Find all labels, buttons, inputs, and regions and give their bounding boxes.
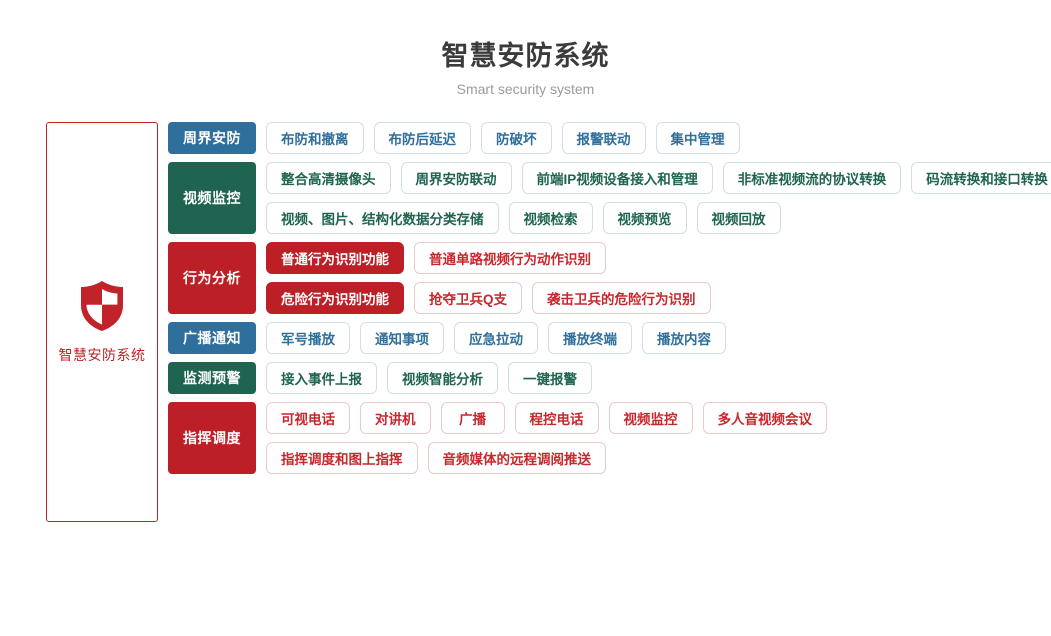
feature-chip[interactable]: 播放终端 [548, 322, 632, 354]
system-overview-label: 智慧安防系统 [58, 347, 146, 363]
category-row: 指挥调度可视电话对讲机广播程控电话视频监控多人音视频会议指挥调度和图上指挥音频媒… [168, 402, 1051, 474]
category-chip-groups: 接入事件上报视频智能分析一键报警 [266, 362, 1051, 394]
feature-chip[interactable]: 程控电话 [514, 402, 599, 434]
category-badge[interactable]: 视频监控 [168, 162, 256, 234]
category-row: 行为分析普通行为识别功能普通单路视频行为动作识别危险行为识别功能抢夺卫兵Q支袭击… [168, 242, 1051, 314]
feature-chip[interactable]: 视频智能分析 [387, 362, 498, 394]
category-badge[interactable]: 周界安防 [168, 122, 256, 154]
feature-chip[interactable]: 防破坏 [481, 122, 552, 154]
category-row: 监测预警接入事件上报视频智能分析一键报警 [168, 362, 1051, 394]
category-badge[interactable]: 监测预警 [168, 362, 256, 394]
chip-line: 普通行为识别功能普通单路视频行为动作识别 [266, 242, 1051, 274]
category-chip-groups: 可视电话对讲机广播程控电话视频监控多人音视频会议指挥调度和图上指挥音频媒体的远程… [266, 402, 1051, 474]
feature-chip[interactable]: 视频回放 [696, 202, 781, 234]
feature-chip[interactable]: 布防和撤离 [266, 122, 364, 154]
feature-chip[interactable]: 军号播放 [266, 322, 350, 354]
feature-chip[interactable]: 通知事项 [360, 322, 444, 354]
category-chip-groups: 普通行为识别功能普通单路视频行为动作识别危险行为识别功能抢夺卫兵Q支袭击卫兵的危… [266, 242, 1051, 314]
feature-chip[interactable]: 指挥调度和图上指挥 [266, 442, 418, 474]
feature-chip[interactable]: 广播 [440, 402, 505, 434]
category-rows: 周界安防布防和撤离布防后延迟防破坏报警联动集中管理视频监控整合高清摄像头周界安防… [168, 122, 1051, 482]
feature-chip[interactable]: 应急拉动 [454, 322, 538, 354]
architecture-board: 智慧安防系统 周界安防布防和撤离布防后延迟防破坏报警联动集中管理视频监控整合高清… [0, 122, 1051, 522]
chip-line: 危险行为识别功能抢夺卫兵Q支袭击卫兵的危险行为识别 [266, 282, 1051, 314]
category-row: 视频监控整合高清摄像头周界安防联动前端IP视频设备接入和管理非标准视频流的协议转… [168, 162, 1051, 234]
feature-chip[interactable]: 袭击卫兵的危险行为识别 [532, 282, 711, 314]
feature-chip[interactable]: 码流转换和接口转换 [911, 162, 1051, 194]
feature-chip[interactable]: 普通单路视频行为动作识别 [414, 242, 606, 274]
category-chip-groups: 军号播放通知事项应急拉动播放终端播放内容 [266, 322, 1051, 354]
feature-chip[interactable]: 普通行为识别功能 [266, 242, 404, 274]
feature-chip[interactable]: 抢夺卫兵Q支 [414, 282, 523, 314]
feature-chip[interactable]: 接入事件上报 [266, 362, 377, 394]
feature-chip[interactable]: 非标准视频流的协议转换 [722, 162, 902, 194]
category-chip-groups: 布防和撤离布防后延迟防破坏报警联动集中管理 [266, 122, 1051, 154]
feature-chip[interactable]: 视频预览 [602, 202, 687, 234]
page-header: 智慧安防系统 Smart security system [0, 0, 1051, 100]
category-row: 广播通知军号播放通知事项应急拉动播放终端播放内容 [168, 322, 1051, 354]
feature-chip[interactable]: 集中管理 [655, 122, 740, 154]
chip-line: 接入事件上报视频智能分析一键报警 [266, 362, 1051, 394]
feature-chip[interactable]: 多人音视频会议 [702, 402, 827, 434]
chip-line: 视频、图片、结构化数据分类存储视频检索视频预览视频回放 [266, 202, 1051, 234]
category-badge[interactable]: 广播通知 [168, 322, 256, 354]
category-chip-groups: 整合高清摄像头周界安防联动前端IP视频设备接入和管理非标准视频流的协议转换码流转… [266, 162, 1051, 234]
feature-chip[interactable]: 可视电话 [266, 402, 350, 434]
feature-chip[interactable]: 视频监控 [608, 402, 693, 434]
feature-chip[interactable]: 危险行为识别功能 [266, 282, 404, 314]
chip-line: 指挥调度和图上指挥音频媒体的远程调阅推送 [266, 442, 1051, 474]
category-row: 周界安防布防和撤离布防后延迟防破坏报警联动集中管理 [168, 122, 1051, 154]
feature-chip[interactable]: 音频媒体的远程调阅推送 [427, 442, 606, 474]
feature-chip[interactable]: 报警联动 [561, 122, 646, 154]
category-badge[interactable]: 行为分析 [168, 242, 256, 314]
feature-chip[interactable]: 一键报警 [508, 362, 592, 394]
feature-chip[interactable]: 整合高清摄像头 [266, 162, 391, 194]
page-title: 智慧安防系统 [441, 41, 610, 71]
chip-line: 可视电话对讲机广播程控电话视频监控多人音视频会议 [266, 402, 1051, 434]
shield-icon [77, 279, 127, 333]
chip-line: 布防和撤离布防后延迟防破坏报警联动集中管理 [266, 122, 1051, 154]
page-subtitle: Smart security system [456, 81, 595, 97]
feature-chip[interactable]: 周界安防联动 [400, 162, 512, 194]
category-badge[interactable]: 指挥调度 [168, 402, 256, 474]
feature-chip[interactable]: 播放内容 [642, 322, 726, 354]
chip-line: 军号播放通知事项应急拉动播放终端播放内容 [266, 322, 1051, 354]
chip-line: 整合高清摄像头周界安防联动前端IP视频设备接入和管理非标准视频流的协议转换码流转… [266, 162, 1051, 194]
feature-chip[interactable]: 对讲机 [360, 402, 431, 434]
feature-chip[interactable]: 布防后延迟 [373, 122, 471, 154]
feature-chip[interactable]: 视频、图片、结构化数据分类存储 [266, 202, 499, 234]
feature-chip[interactable]: 前端IP视频设备接入和管理 [521, 162, 713, 194]
system-overview-panel: 智慧安防系统 [46, 122, 158, 522]
feature-chip[interactable]: 视频检索 [508, 202, 593, 234]
